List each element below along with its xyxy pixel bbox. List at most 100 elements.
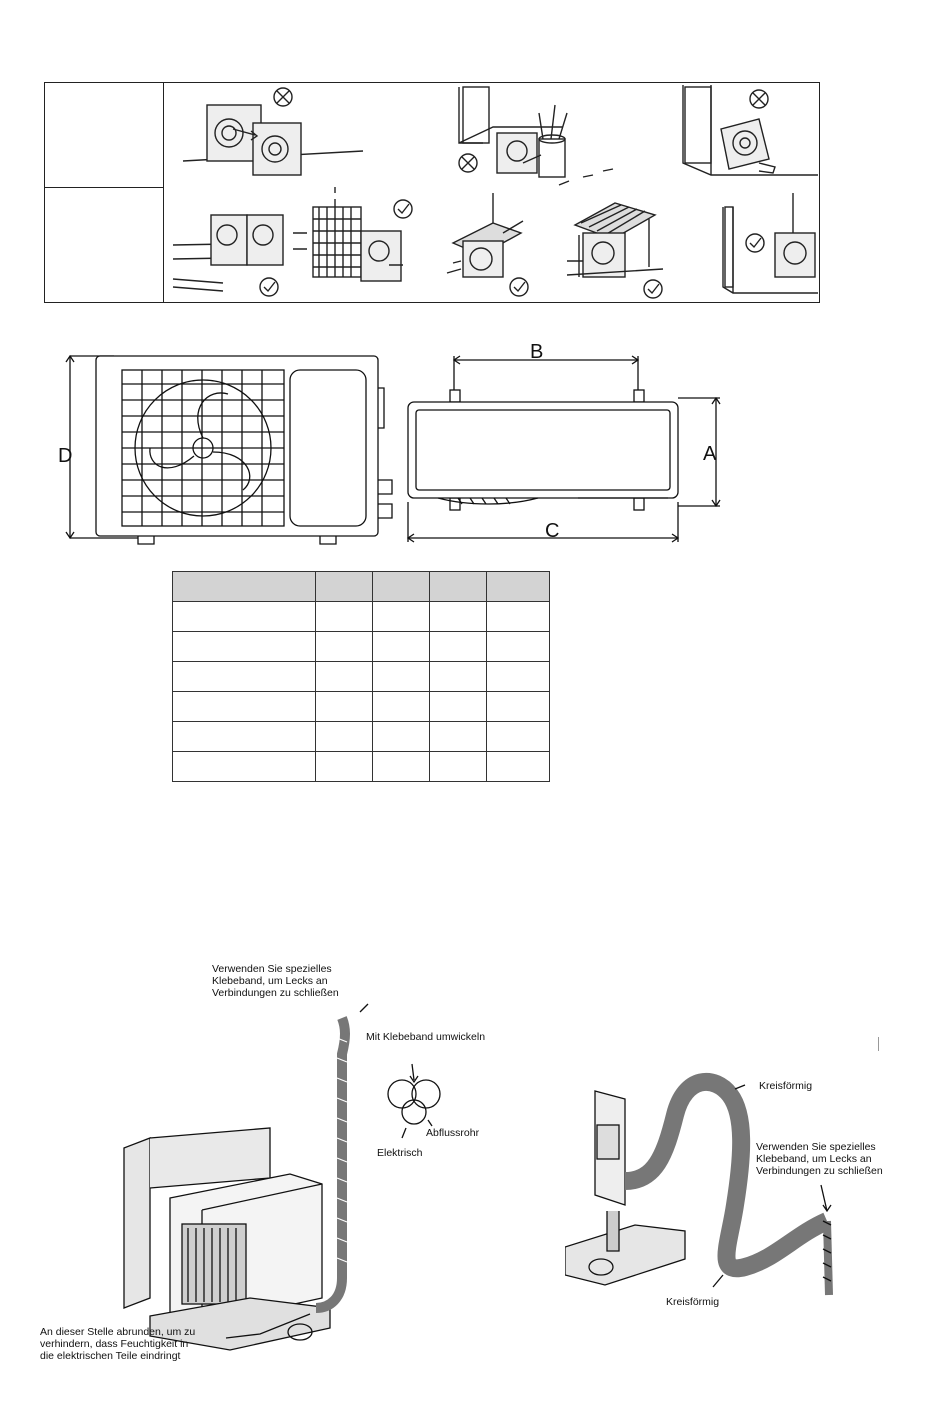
table-cell <box>372 601 430 632</box>
table-cell <box>429 661 487 692</box>
dimension-a-label: A <box>703 443 717 465</box>
margin-mark <box>878 1037 879 1051</box>
table-cell <box>372 661 430 692</box>
unit-casing <box>95 355 379 537</box>
table-cell <box>315 691 373 722</box>
tape-note-line: Klebeband, um Lecks an <box>756 1153 872 1165</box>
table-cell <box>172 661 316 692</box>
wrong-icon <box>273 87 293 107</box>
tape-note-left: Verwenden Sie spezielles Klebeband, um L… <box>212 963 339 999</box>
header-cell <box>315 571 373 602</box>
table-cell <box>172 691 316 722</box>
wrong-unit-near-obstacle <box>458 86 568 178</box>
table-cell <box>429 631 487 662</box>
pipe-routing-illustration-right <box>565 1072 833 1296</box>
header-cell <box>172 571 316 602</box>
tape-note-line: Verbindungen zu schließen <box>756 1165 883 1177</box>
table-row <box>172 631 550 662</box>
table-cell <box>486 751 550 782</box>
correct-unit-wall-corner <box>722 193 818 294</box>
tape-note-line: Verwenden Sie spezielles <box>212 963 332 975</box>
table-cell <box>486 691 550 722</box>
dimension-b-label: B <box>530 341 544 363</box>
rounding-note: An dieser Stelle abrunden, um zu verhind… <box>40 1326 195 1362</box>
table-cell <box>372 691 430 722</box>
table-cell <box>486 661 550 692</box>
tape-note-line: Verwenden Sie spezielles <box>756 1141 876 1153</box>
cross-section-pipe-c <box>401 1099 427 1125</box>
drain-pipe-label: Abflussrohr <box>426 1127 480 1139</box>
table-cell <box>429 721 487 752</box>
tape-note-line: Verbindungen zu schließen <box>212 987 339 999</box>
table-cell <box>372 751 430 782</box>
dimension-c-label: C <box>545 520 560 542</box>
tape-note-right: Verwenden Sie spezielles Klebeband, um L… <box>756 1141 883 1177</box>
table-cell <box>172 631 316 662</box>
rounding-note-line: die elektrischen Teile eindringt <box>40 1350 181 1362</box>
table-cell <box>429 691 487 722</box>
table-cell <box>372 721 430 752</box>
correct-units-side-by-side <box>172 214 284 292</box>
wrong-units-facing-each-other <box>182 104 364 176</box>
wrong-icon <box>749 89 769 109</box>
correct-icon <box>509 277 529 297</box>
table-cell <box>315 601 373 632</box>
table-row <box>172 601 550 632</box>
wrong-unit-tilted-corner <box>682 85 818 176</box>
table-cell <box>372 631 430 662</box>
wrong-icon <box>458 153 478 173</box>
dimension-table-header <box>172 571 550 602</box>
table-row <box>172 661 550 692</box>
tape-note-line: Klebeband, um Lecks an <box>212 975 328 987</box>
correct-unit-with-coil-cover <box>446 193 524 278</box>
dimension-d-label: D <box>58 445 73 467</box>
unit-body-top <box>407 401 679 499</box>
mounting-base <box>149 1297 331 1351</box>
table-cell <box>315 661 373 692</box>
header-cell <box>429 571 487 602</box>
table-cell <box>315 751 373 782</box>
placement-label-column <box>45 83 164 302</box>
unit-grille <box>181 1223 247 1305</box>
table-cell <box>486 631 550 662</box>
electric-label: Elektrisch <box>377 1147 423 1159</box>
outdoor-unit-top-view <box>406 355 721 543</box>
service-valves <box>378 479 393 519</box>
correct-icon <box>259 277 279 297</box>
dimension-table <box>172 571 550 782</box>
header-cell <box>486 571 550 602</box>
table-cell <box>172 751 316 782</box>
table-cell <box>486 601 550 632</box>
rounding-note-line: verhindern, dass Feuchtigkeit in <box>40 1338 189 1350</box>
correct-icon <box>643 279 663 299</box>
table-cell <box>172 601 316 632</box>
correct-unit-with-grille <box>293 187 403 282</box>
table-cell <box>486 721 550 752</box>
placement-row-divider <box>45 187 163 188</box>
side-panel <box>289 369 367 527</box>
placement-illustrations <box>172 85 818 299</box>
wrap-label: Mit Klebeband umwickeln <box>366 1031 486 1043</box>
fan-icon <box>134 379 272 517</box>
circular-label-top: Kreisförmig <box>759 1080 813 1092</box>
wrapped-pipe <box>315 1016 350 1313</box>
pipe-wrapping-illustration-left <box>123 1003 441 1351</box>
placement-table <box>44 82 820 303</box>
correct-unit-under-roof <box>558 168 664 278</box>
table-row <box>172 751 550 782</box>
outdoor-unit-front-view <box>65 354 393 545</box>
table-row <box>172 721 550 752</box>
table-row <box>172 691 550 722</box>
rounding-note-line: An dieser Stelle abrunden, um zu <box>40 1326 196 1338</box>
circular-pipe-loop <box>624 1072 831 1278</box>
correct-icon <box>745 233 765 253</box>
wall-base <box>565 1224 686 1286</box>
table-cell <box>429 601 487 632</box>
header-cell <box>372 571 430 602</box>
table-cell <box>429 751 487 782</box>
wall-segment <box>123 1137 151 1309</box>
circular-label-bottom: Kreisförmig <box>666 1296 720 1308</box>
table-cell <box>315 631 373 662</box>
table-cell <box>315 721 373 752</box>
correct-icon <box>393 199 413 219</box>
